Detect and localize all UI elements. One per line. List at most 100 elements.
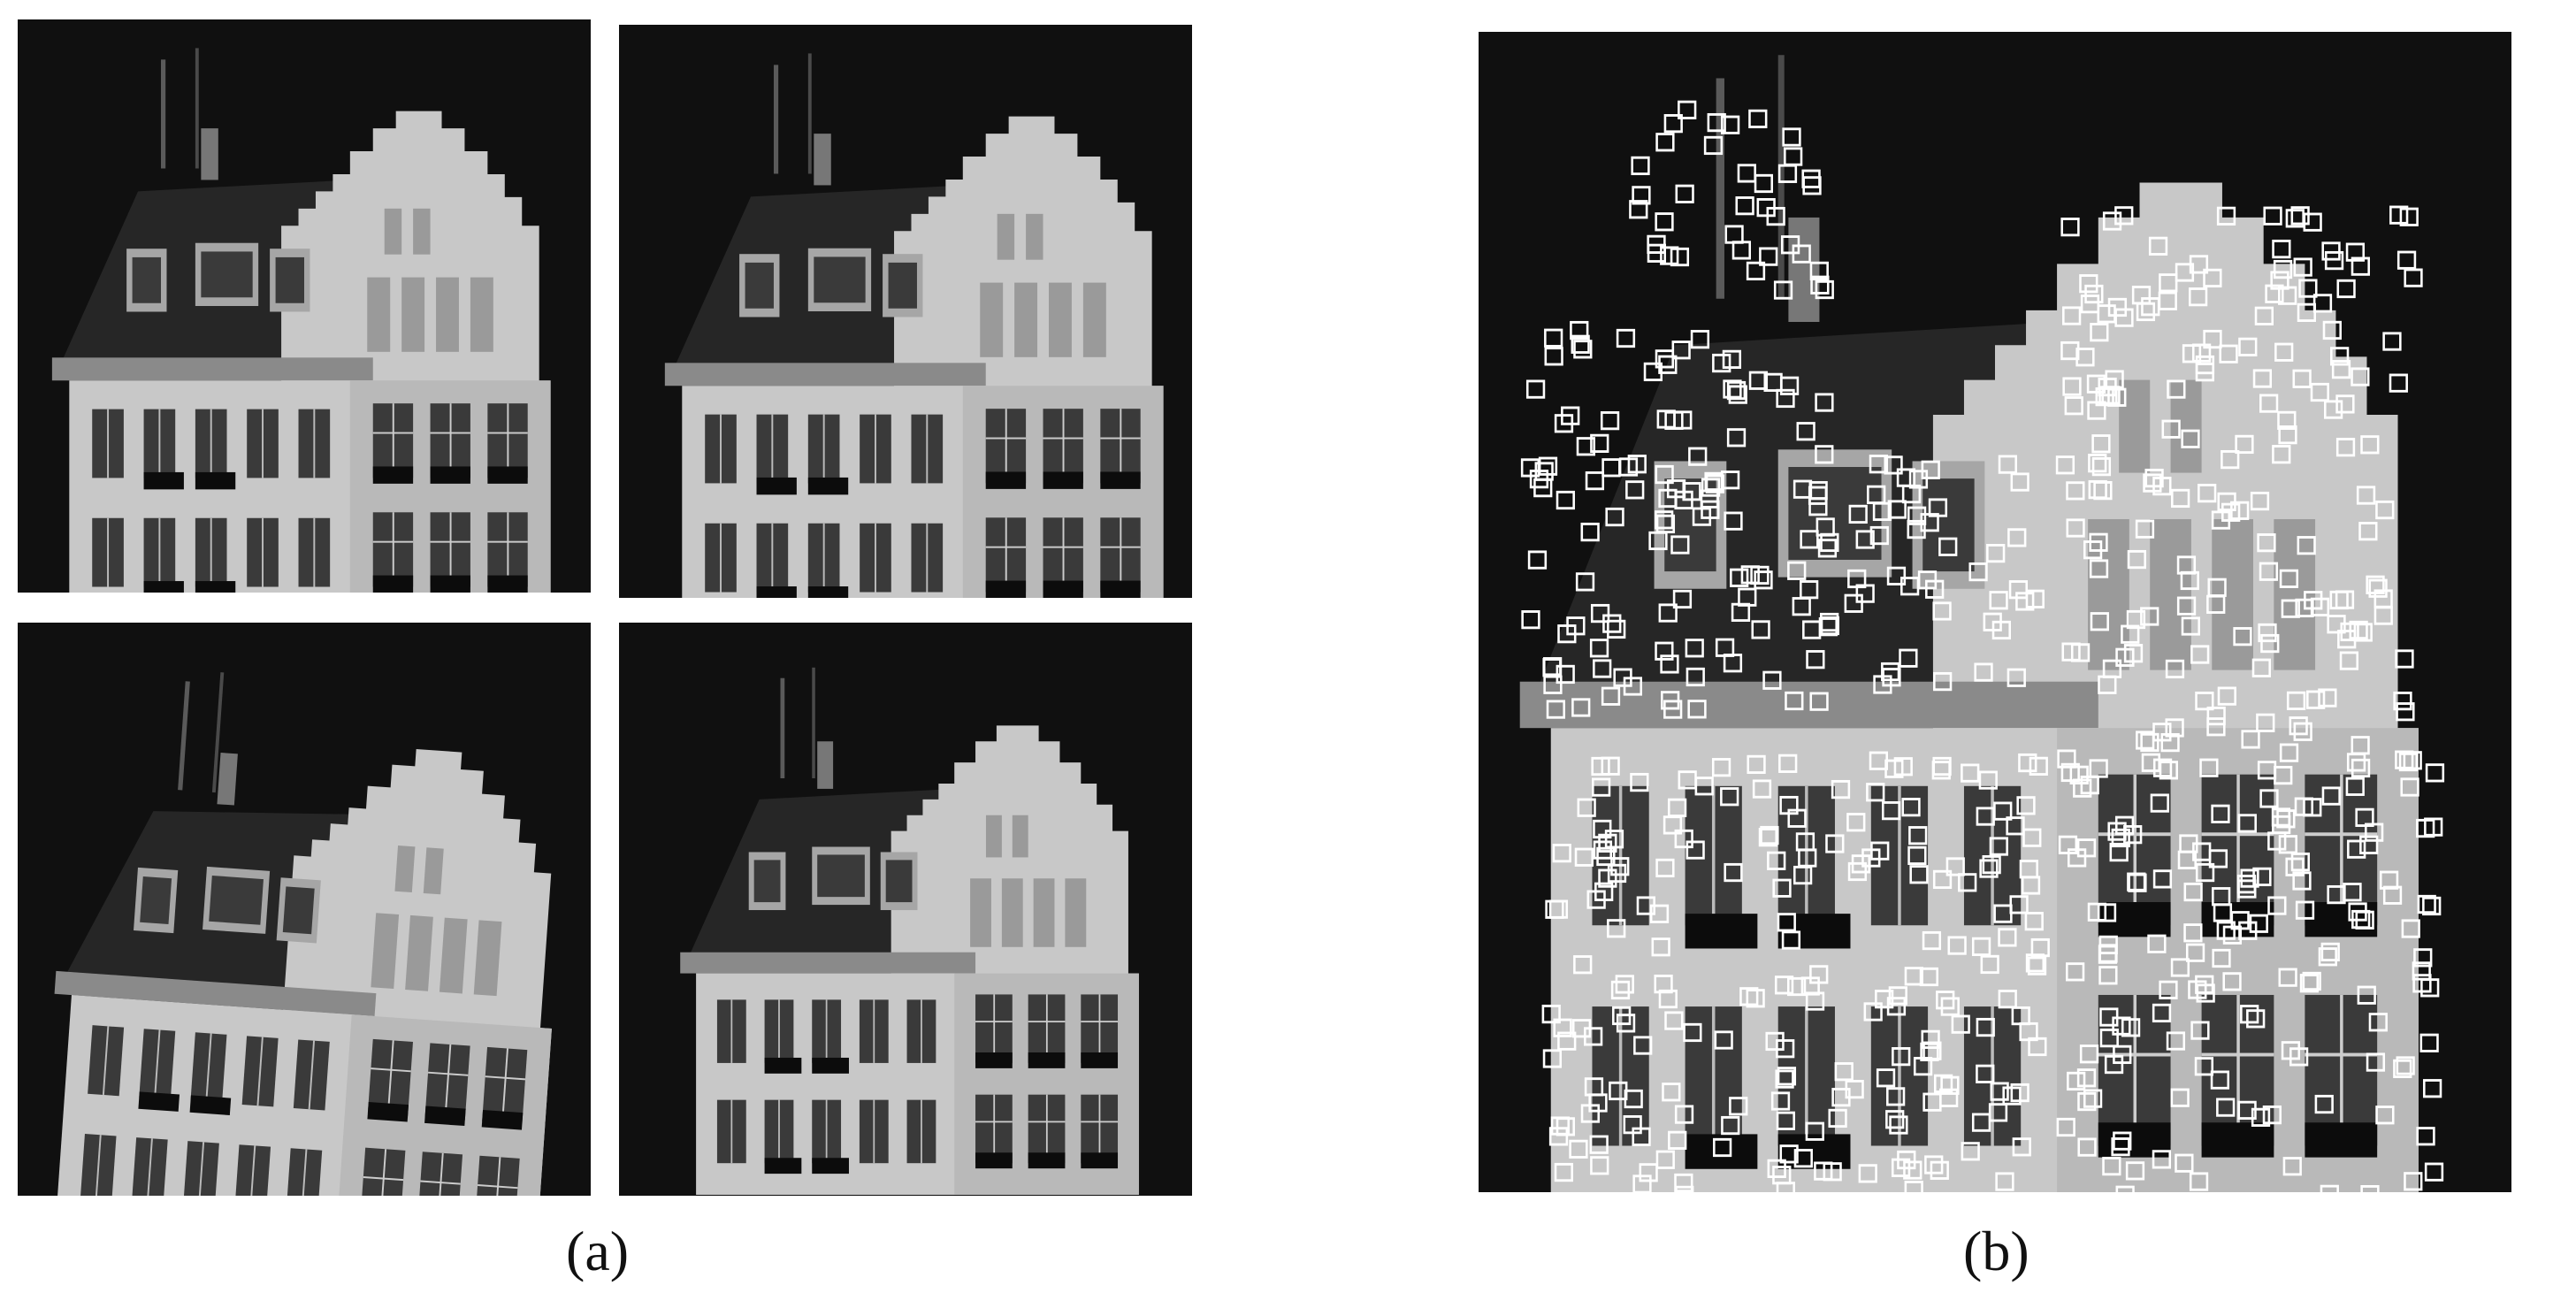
feature-marker-icon (2273, 259, 2293, 279)
feature-marker-icon (2240, 1005, 2259, 1024)
feature-marker-icon (1585, 471, 1605, 491)
feature-marker-icon (2070, 643, 2091, 662)
feature-marker-icon (2404, 1172, 2423, 1191)
feature-marker-icon (1731, 241, 1752, 260)
feature-marker-icon (1571, 1019, 1592, 1038)
feature-marker-icon (2324, 400, 2343, 419)
feature-marker-icon (2212, 948, 2231, 968)
feature-marker-icon (1746, 989, 1765, 1008)
feature-marker-icon (1936, 991, 1955, 1010)
feature-marker-icon (2112, 1016, 2131, 1036)
feature-marker-icon (2191, 343, 2212, 363)
feature-marker-icon (2274, 342, 2294, 362)
feature-marker-icon (2064, 396, 2083, 416)
feature-marker-icon (2282, 1157, 2302, 1176)
feature-marker-icon (2222, 972, 2242, 991)
feature-marker-icon (2152, 869, 2173, 889)
feature-marker-icon (1767, 851, 1786, 870)
feature-marker-icon (2318, 947, 2337, 967)
feature-marker-icon (1655, 858, 1675, 878)
feature-marker-icon (1663, 114, 1683, 134)
feature-marker-icon (2396, 702, 2415, 722)
feature-marker-icon (1815, 279, 1834, 300)
feature-marker-icon (2113, 1131, 2132, 1151)
feature-marker-icon (2290, 206, 2310, 226)
feature-marker-icon (2022, 828, 2042, 847)
feature-marker-icon (1701, 500, 1720, 519)
feature-marker-icon (2250, 491, 2270, 511)
feature-marker-icon (2166, 1031, 2186, 1051)
feature-marker-icon (1655, 464, 1674, 485)
feature-marker-icon (2076, 838, 2097, 858)
feature-marker-icon (1800, 530, 1819, 549)
feature-marker-icon (2121, 1018, 2141, 1037)
house-feature-points-image (1479, 32, 2511, 1192)
feature-marker-icon (2302, 971, 2321, 991)
feature-marker-icon (1968, 562, 1988, 582)
feature-marker-icon (1610, 980, 1631, 1000)
feature-marker-icon (2089, 559, 2109, 578)
feature-marker-icon (1527, 550, 1548, 570)
feature-marker-icon (2246, 1009, 2266, 1029)
feature-marker-icon (1786, 976, 1807, 997)
feature-marker-icon (2259, 789, 2279, 808)
feature-marker-icon (2165, 718, 2184, 738)
feature-marker-icon (2066, 962, 2085, 982)
feature-marker-icon (1834, 1062, 1854, 1082)
feature-marker-icon (2111, 1137, 2130, 1157)
feature-marker-icon (1908, 470, 1929, 489)
house-view-2-image (619, 25, 1192, 598)
feature-marker-icon (2304, 591, 2323, 610)
feature-marker-icon (1889, 1115, 1908, 1135)
feature-marker-icon (2310, 597, 2330, 616)
feature-marker-icon (1792, 597, 1811, 616)
feature-marker-icon (2286, 691, 2306, 710)
feature-marker-icon (2318, 688, 2337, 708)
feature-marker-icon (1675, 1185, 1694, 1192)
feature-marker-icon (2141, 753, 2160, 772)
feature-marker-icon (1674, 1105, 1694, 1124)
feature-marker-icon (2102, 211, 2122, 231)
feature-marker-icon (2104, 1054, 2124, 1075)
house-drawing (664, 53, 1164, 598)
feature-marker-icon (1655, 212, 1674, 232)
feature-marker-icon (2152, 1003, 2172, 1023)
feature-marker-icon (1590, 433, 1609, 453)
feature-marker-icon (2185, 943, 2205, 962)
feature-marker-icon (1592, 777, 1611, 797)
feature-marker-icon (2417, 894, 2436, 914)
feature-marker-icon (2256, 713, 2275, 732)
feature-marker-icon (2206, 717, 2226, 737)
feature-marker-icon (1867, 485, 1886, 504)
feature-marker-icon (1938, 537, 1958, 556)
feature-marker-icon (1747, 754, 1766, 775)
feature-marker-icon (1607, 919, 1626, 938)
feature-marker-icon (1678, 100, 1697, 119)
feature-marker-icon (2277, 410, 2297, 431)
feature-marker-icon (2175, 263, 2195, 282)
feature-marker-icon (2356, 486, 2376, 505)
feature-marker-icon (1655, 510, 1674, 530)
feature-marker-icon (1809, 692, 1829, 711)
feature-marker-icon (2237, 1100, 2257, 1121)
feature-marker-icon (2091, 456, 2112, 477)
feature-marker-icon (1801, 169, 1821, 188)
feature-marker-icon (1998, 455, 2017, 474)
feature-marker-icon (2254, 306, 2274, 325)
feature-marker-icon (2274, 765, 2293, 785)
feature-marker-icon (1575, 572, 1595, 592)
house-view-3-image (18, 623, 591, 1196)
feature-marker-icon (2062, 306, 2082, 325)
feature-marker-icon (2416, 1127, 2435, 1146)
feature-marker-icon (1885, 1110, 1905, 1129)
feature-marker-icon (2165, 659, 2185, 679)
feature-marker-icon (1817, 539, 1838, 558)
feature-marker-icon (2171, 488, 2190, 509)
feature-marker-icon (1971, 1113, 1991, 1132)
feature-marker-icon (1844, 593, 1863, 613)
feature-marker-icon (1596, 846, 1616, 867)
feature-marker-icon (1610, 857, 1630, 876)
feature-marker-icon (2170, 958, 2190, 977)
feature-marker-icon (1958, 873, 1977, 892)
feature-marker-icon (1557, 624, 1577, 644)
